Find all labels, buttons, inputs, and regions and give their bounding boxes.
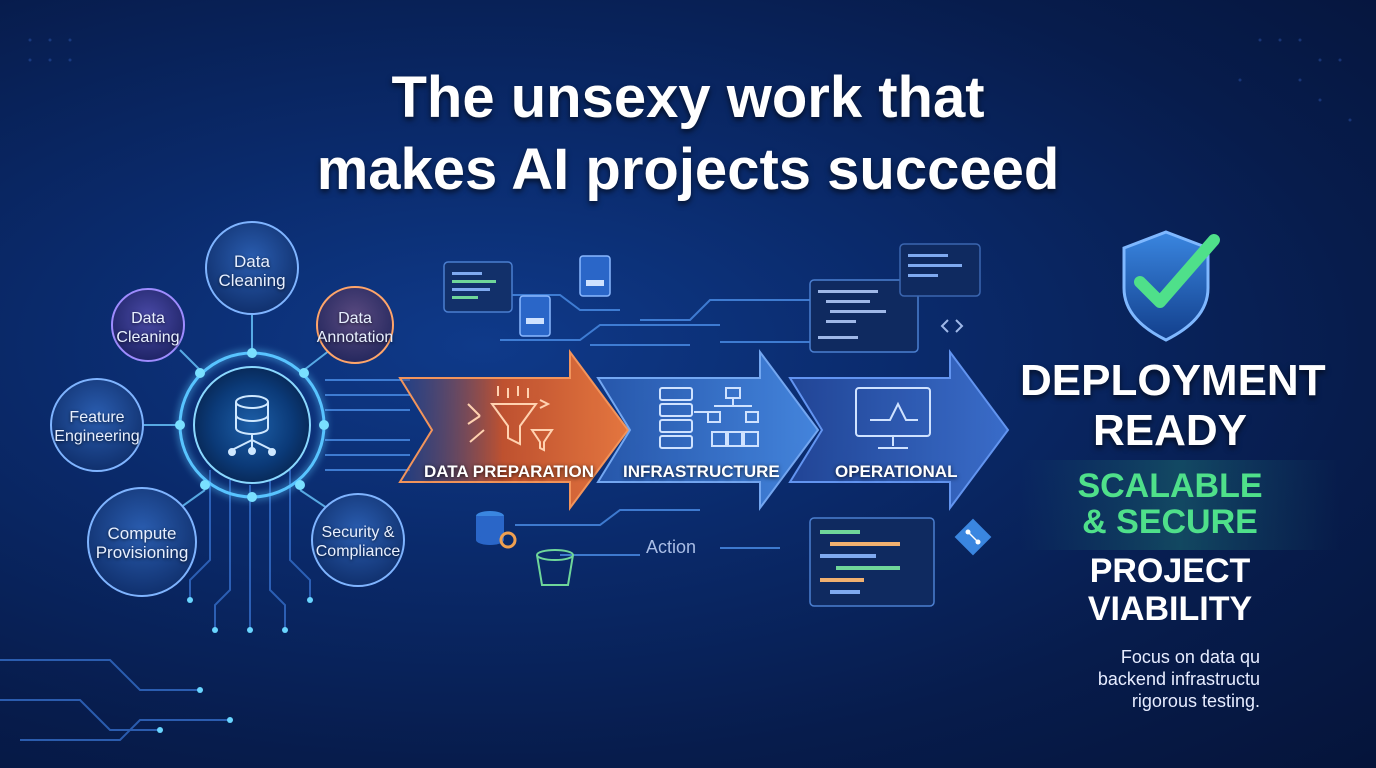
code-window-icon-3 bbox=[899, 243, 981, 297]
stage-label-infrastructure: INFRASTRUCTURE bbox=[623, 462, 780, 481]
database-gear-icon bbox=[476, 511, 517, 549]
deploy-line-1: DEPLOYMENT bbox=[1020, 356, 1326, 405]
deploy-line-2: READY bbox=[1092, 406, 1248, 455]
code-window-icon-1 bbox=[443, 261, 513, 313]
scalable-line-1: SCALABLE bbox=[1077, 467, 1263, 505]
node-data-cleaning-top: Data Cleaning bbox=[202, 252, 302, 290]
node-label-line-2: Cleaning bbox=[218, 271, 286, 290]
node-label-line-1: Feature bbox=[69, 409, 125, 426]
stage-arrow-infrastructure bbox=[596, 348, 820, 512]
database-network-icon bbox=[228, 395, 276, 456]
code-window-icon-2 bbox=[809, 279, 919, 353]
node-compute-provisioning: Compute Provisioning bbox=[87, 524, 197, 562]
node-feature-engineering: Feature Engineering bbox=[47, 408, 147, 446]
node-circle-data-annotation bbox=[316, 286, 394, 364]
node-circle-data-cleaning-top bbox=[205, 221, 299, 315]
title-line-1: The unsexy work that bbox=[391, 65, 985, 130]
desc-line-1: Focus on data qu bbox=[1120, 647, 1260, 667]
monitor-chart-icon bbox=[855, 387, 931, 449]
file-icon-1 bbox=[579, 255, 611, 297]
circuit-traces bbox=[0, 470, 311, 741]
funnel-icon bbox=[467, 386, 554, 452]
node-label-line-2: Engineering bbox=[54, 428, 140, 445]
node-label-line-1: Data bbox=[234, 252, 270, 271]
node-label-line-1: Compute bbox=[107, 524, 177, 543]
viability-line-2: VIABILITY bbox=[1087, 590, 1253, 628]
desc-line-3: rigorous testing. bbox=[1131, 691, 1260, 711]
node-label-line-2: Annotation bbox=[316, 329, 394, 346]
scalable-band bbox=[1020, 460, 1340, 550]
desc-line-2: backend infrastructu bbox=[1097, 669, 1260, 689]
stage-label-operational: OPERATIONAL bbox=[835, 462, 958, 481]
background-dots bbox=[28, 38, 1352, 122]
scalable-line-2: & SECURE bbox=[1082, 503, 1258, 541]
stage-arrow-operational bbox=[788, 348, 1010, 512]
scalable-secure-heading: SCALABLE & SECURE bbox=[1020, 468, 1320, 540]
project-viability-heading: PROJECT VIABILITY bbox=[1020, 552, 1320, 628]
description-text: Focus on data qu backend infrastructu ri… bbox=[1030, 646, 1260, 712]
stage-arrow-data-preparation bbox=[398, 348, 630, 512]
viability-line-1: PROJECT bbox=[1089, 552, 1251, 590]
node-label-line-2: Compliance bbox=[315, 543, 401, 560]
node-label-line-2: Cleaning bbox=[116, 329, 180, 346]
server-hierarchy-icon bbox=[659, 387, 759, 449]
shield-check-icon bbox=[1122, 230, 1220, 342]
circuit-trace-ends bbox=[157, 597, 313, 733]
title-line-2: makes AI projects succeed bbox=[316, 137, 1060, 202]
node-data-annotation: Data Annotation bbox=[305, 309, 405, 347]
deployment-ready-heading: DEPLOYMENT READY bbox=[1020, 356, 1326, 456]
hub-core bbox=[193, 366, 311, 484]
bucket-icon bbox=[536, 549, 574, 586]
node-circle-compute-provisioning bbox=[87, 487, 197, 597]
node-label-line-1: Data bbox=[131, 310, 165, 327]
code-window-icon-4 bbox=[809, 517, 935, 607]
node-label-line-1: Security & bbox=[321, 524, 395, 541]
action-label: Action bbox=[646, 537, 697, 557]
node-label-line-1: Data bbox=[338, 310, 372, 327]
node-circle-data-cleaning-left bbox=[111, 288, 185, 362]
code-brackets-icon bbox=[940, 319, 964, 333]
file-icon-2 bbox=[519, 295, 551, 337]
node-circle-feature-engineering bbox=[50, 378, 144, 472]
hub-ring-dots bbox=[175, 348, 329, 502]
stage-label-data-preparation: DATA PREPARATION bbox=[424, 462, 594, 481]
node-label-line-2: Provisioning bbox=[95, 543, 189, 562]
node-security-compliance: Security & Compliance bbox=[308, 523, 408, 561]
node-data-cleaning-left: Data Cleaning bbox=[103, 309, 193, 347]
hub-to-pipeline-lines bbox=[325, 294, 810, 556]
git-icon bbox=[954, 518, 992, 556]
node-circle-security-compliance bbox=[311, 493, 405, 587]
